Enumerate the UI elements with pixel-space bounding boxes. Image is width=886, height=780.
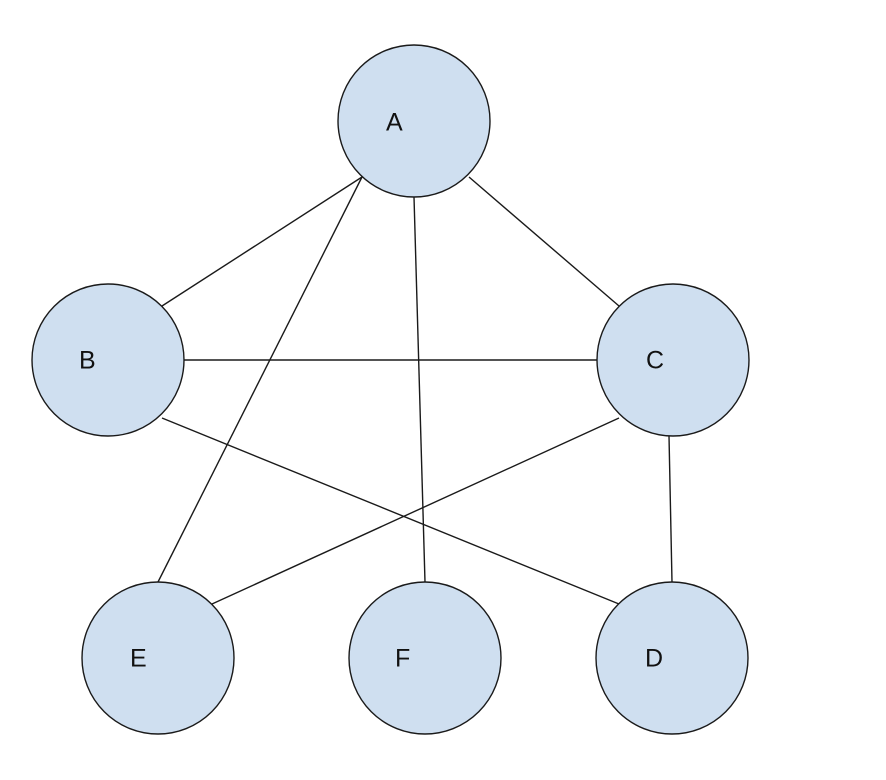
edges-layer [157,176,673,605]
node-label-e: E [130,645,147,673]
node-d: D [595,581,749,735]
edge-a-c [468,176,620,307]
edge-b-d [161,417,620,605]
edge-a-f [413,196,426,583]
node-a: A [337,44,491,198]
node-circle-f [348,581,502,735]
edge-a-b [161,176,363,307]
node-label-d: D [645,645,663,673]
edge-a-e [157,176,363,583]
nodes-layer: A B C D E F [31,44,750,735]
node-circle-e [81,581,235,735]
node-e: E [81,581,235,735]
edge-c-e [211,417,620,605]
node-circle-c [596,283,750,437]
edge-c-d [668,435,673,583]
node-label-a: A [386,109,403,137]
node-label-c: C [646,347,664,375]
node-circle-a [337,44,491,198]
node-c: C [596,283,750,437]
node-circle-b [31,283,185,437]
node-label-f: F [395,645,410,673]
node-label-b: B [79,347,96,375]
node-circle-d [595,581,749,735]
node-f: F [348,581,502,735]
node-b: B [31,283,185,437]
